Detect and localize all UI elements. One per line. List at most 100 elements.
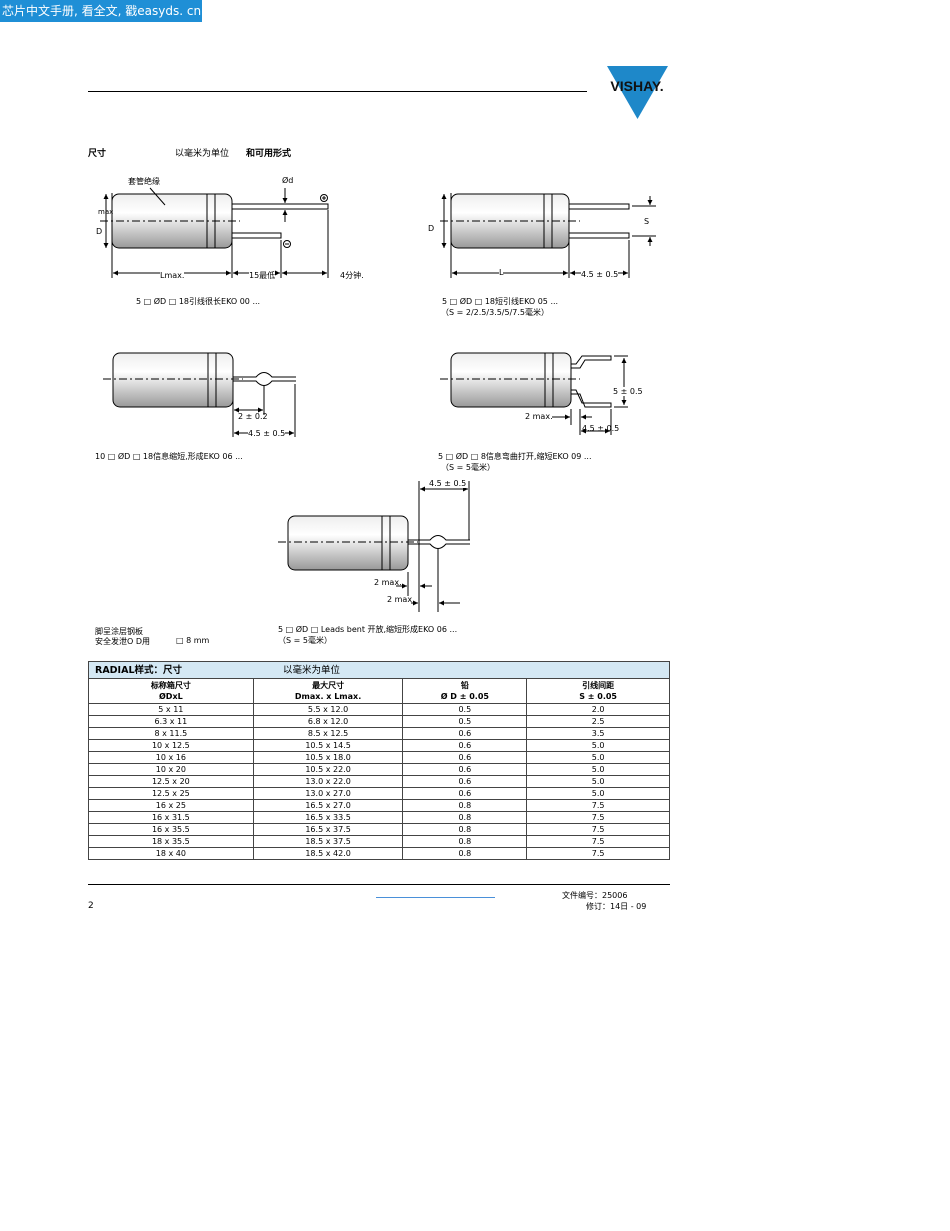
table-cell: 8 x 11.5 <box>88 727 254 740</box>
fig4-dim1-label: 5 ± 0.5 <box>613 387 643 396</box>
table-cell: 18.5 x 42.0 <box>252 847 404 860</box>
capacitor-bent-shortened <box>278 481 470 612</box>
table-cell: 6.3 x 11 <box>88 715 254 728</box>
vishay-logo: VISHAY. <box>604 64 672 120</box>
table-cell: 7.5 <box>526 811 670 824</box>
table-cell: 12.5 x 20 <box>88 775 254 788</box>
note-line3: □ 8 mm <box>176 636 210 645</box>
fig1-length-label: Lmax. <box>160 271 185 280</box>
footer-rule <box>88 884 670 885</box>
capacitor-shortened-formed <box>103 352 296 437</box>
fig1-d-label: D <box>96 227 103 236</box>
capacitor-bent-open <box>440 352 628 435</box>
fig4-dim2-label: 2 max. <box>525 412 553 421</box>
table-cell: 0.6 <box>402 787 528 800</box>
fig1-max-label: max <box>98 208 114 216</box>
dimension-drawings <box>100 187 656 612</box>
fig3-caption: 10 □ ØD □ 18信息缩短,形成EKO 06 ... <box>95 452 243 461</box>
table-cell: 0.8 <box>402 823 528 836</box>
table-cell: 5.0 <box>526 751 670 764</box>
fig3-dim1-label: 2 ± 0.2 <box>238 412 268 421</box>
section-title: 尺寸 <box>88 149 107 159</box>
fig1-pin4-label: 4分钟. <box>340 271 364 280</box>
section-unit: 以毫米为单位 <box>175 149 230 159</box>
table-cell: 0.8 <box>402 811 528 824</box>
table-cell: 7.5 <box>526 823 670 836</box>
fig5-subcaption: （S = 5毫米） <box>278 636 332 645</box>
fig5-dim1-label: 4.5 ± 0.5 <box>429 479 467 488</box>
table-cell: 3.5 <box>526 727 670 740</box>
fig1-lead15-label: 15最低 <box>249 270 276 281</box>
table-cell: 0.5 <box>402 715 528 728</box>
logo-text: VISHAY. <box>610 78 663 94</box>
table-cell: 13.0 x 22.0 <box>252 775 404 788</box>
table-cell: 6.8 x 12.0 <box>252 715 404 728</box>
fig1-caption: 5 □ ØD □ 18引线很长EKO 00 ... <box>136 297 261 306</box>
table-cell: 0.6 <box>402 751 528 764</box>
fig5-dim2-label: 2 max. <box>374 578 402 587</box>
fig2-dim-label: 4.5 ± 0.5 <box>581 270 619 279</box>
table-cell: 18.5 x 37.5 <box>252 835 404 848</box>
fig5-caption: 5 □ ØD □ Leads bent 开放,缩短形成EKO 06 ... <box>278 625 458 634</box>
table-cell: 0.6 <box>402 739 528 752</box>
header-rule <box>88 91 587 92</box>
note-line1: 脚呈涂层钢板 <box>95 627 143 636</box>
table-cell: 2.5 <box>526 715 670 728</box>
fig2-s-label: S <box>644 217 650 226</box>
table-cell: 13.0 x 27.0 <box>252 787 404 800</box>
revision: 修订：14日 - 09 <box>586 902 647 911</box>
fig3-dim2-label: 4.5 ± 0.5 <box>248 429 286 438</box>
table-cell: 10.5 x 14.5 <box>252 739 404 752</box>
table-cell: 10.5 x 22.0 <box>252 763 404 776</box>
table-unit: 以毫米为单位 <box>283 664 341 676</box>
table-cell: 5.5 x 12.0 <box>252 703 404 716</box>
fig2-d-label: D <box>428 224 435 233</box>
fig4-subcaption: （S = 5毫米） <box>441 463 495 472</box>
table-cell: 5.0 <box>526 787 670 800</box>
table-cell: 7.5 <box>526 799 670 812</box>
table-cell: 0.6 <box>402 775 528 788</box>
fig1-sleeve-label: 套管绝缘 <box>128 177 160 186</box>
document-number: 文件编号：25006 <box>562 891 628 900</box>
fig1-lead-dia-label: Ød <box>282 176 294 185</box>
table-cell: 7.5 <box>526 835 670 848</box>
table-cell: 16 x 35.5 <box>88 823 254 836</box>
table-cell: 0.8 <box>402 835 528 848</box>
footer-link[interactable] <box>376 897 495 898</box>
table-title: RADIAL样式：尺寸 <box>95 664 182 676</box>
table-cell: 12.5 x 25 <box>88 787 254 800</box>
note-line2: 安全发泄O D用 <box>95 637 150 646</box>
table-cell: 16.5 x 33.5 <box>252 811 404 824</box>
table-cell: 16 x 25 <box>88 799 254 812</box>
table-cell: 10.5 x 18.0 <box>252 751 404 764</box>
table-cell: 18 x 35.5 <box>88 835 254 848</box>
table-cell: 5.0 <box>526 763 670 776</box>
fig4-caption: 5 □ ØD □ 8信息弯曲打开,缩短EKO 09 ... <box>438 452 592 461</box>
table-cell: 8.5 x 12.5 <box>252 727 404 740</box>
fig5-dim3-label: 2 max. <box>387 595 415 604</box>
table-cell: 18 x 40 <box>88 847 254 860</box>
table-title-row: RADIAL样式：尺寸 以毫米为单位 <box>88 661 670 679</box>
capacitor-short-leads <box>440 193 656 278</box>
table-cell: 16.5 x 37.5 <box>252 823 404 836</box>
site-banner[interactable]: 芯片中文手册, 看全文, 戳easyds. cn <box>0 0 202 22</box>
table-cell: 7.5 <box>526 847 670 860</box>
table-cell: 0.6 <box>402 763 528 776</box>
fig2-caption: 5 □ ØD □ 18短引线EKO 05 ... <box>442 297 559 306</box>
table-cell: 0.5 <box>402 703 528 716</box>
table-cell: 0.6 <box>402 727 528 740</box>
